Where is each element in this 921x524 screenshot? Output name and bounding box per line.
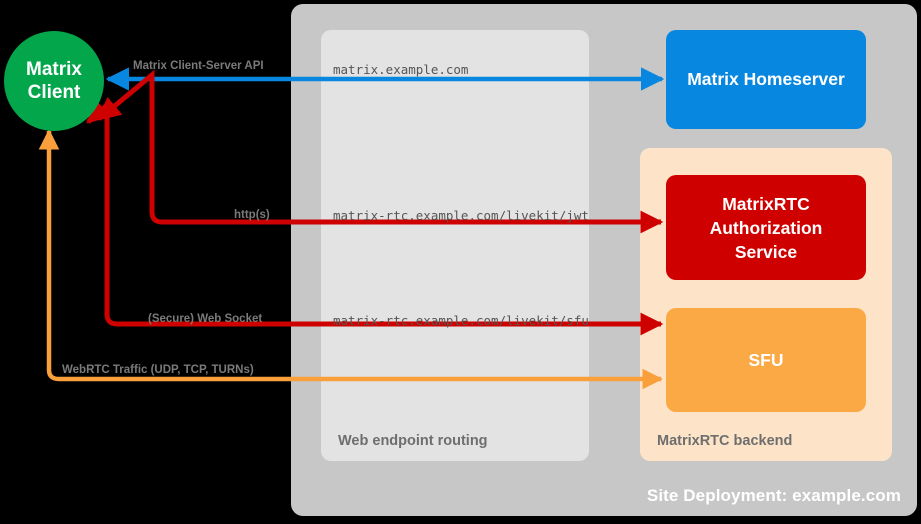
connection-label-matrix-client-server-api: Matrix Client-Server API <box>133 60 264 72</box>
node-matrixrtc-authorization-service-label: MatrixRTC Authorization Service <box>710 192 823 264</box>
connector-webrtc-traffic <box>38 128 664 390</box>
connection-label-https: http(s) <box>234 209 270 221</box>
site-deployment-label: Site Deployment: example.com <box>646 486 901 505</box>
matrix-client-line-2: Client <box>27 82 81 103</box>
node-sfu-label: SFU <box>748 349 784 370</box>
node-sfu[interactable]: SFU <box>666 308 866 412</box>
connection-label-secure-web-socket: (Secure) Web Socket <box>148 313 263 325</box>
node-matrixrtc-authorization-service[interactable]: MatrixRTC Authorization Service <box>666 175 866 280</box>
matrixrtc-backend-label: MatrixRTC backend <box>657 433 793 449</box>
node-matrix-homeserver-label: Matrix Homeserver <box>687 69 845 89</box>
web-endpoint-routing-label: Web endpoint routing <box>338 433 488 449</box>
connector-https-jwt <box>97 69 664 234</box>
auth-service-line-2: Authorization <box>709 217 823 238</box>
auth-service-line-1: MatrixRTC <box>722 193 810 214</box>
auth-service-line-3: Service <box>734 241 798 262</box>
node-matrix-homeserver[interactable]: Matrix Homeserver <box>666 30 866 129</box>
endpoint-label-matrix-example-com: matrix.example.com <box>333 62 469 77</box>
connection-label-webrtc-traffic: WebRTC Traffic (UDP, TCP, TURNs) <box>62 364 254 376</box>
endpoint-label-livekit-sfu: matrix-rtc.example.com/livekit/sfu <box>333 313 589 328</box>
node-matrix-client[interactable]: Matrix Client <box>4 31 104 131</box>
matrix-client-line-1: Matrix <box>26 59 82 80</box>
endpoint-label-livekit-jwt: matrix-rtc.example.com/livekit/jwt <box>333 208 589 223</box>
